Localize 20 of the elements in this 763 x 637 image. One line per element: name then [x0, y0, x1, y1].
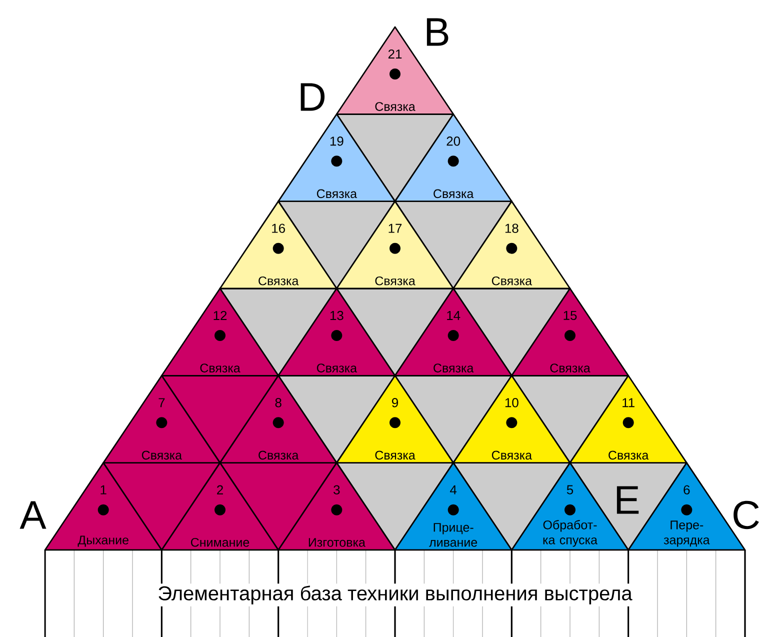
base-band: Элементарная база техники выполнения выстрела [44, 550, 746, 637]
triangle: 13 Связка [278, 288, 396, 376]
triangle: 20 Связка [394, 113, 512, 202]
triangle: 10 Связка [452, 374, 571, 464]
triangle: 9 Связка [336, 374, 454, 464]
triangle: 8 Связка [219, 374, 338, 464]
triangle: 16 Связка [219, 200, 338, 290]
triangle: 15 Связка [510, 288, 630, 376]
triangle: 3 Изготовка [278, 462, 396, 551]
triangle: 2 Снимание [160, 462, 280, 551]
triangle: 4 Прице- ливание [394, 462, 512, 551]
triangle: 19 Связка [278, 113, 396, 202]
corner-letter: D [300, 83, 325, 111]
triangle: 7 Связка [102, 374, 221, 464]
corner-letter: A [20, 501, 46, 529]
triangle: 18 Связка [452, 200, 571, 290]
triangle: 11 Связка [569, 374, 688, 464]
triangle: 14 Связка [394, 288, 512, 376]
triangle: 17 Связка [336, 200, 454, 290]
triangle: 12 Связка [160, 288, 280, 376]
